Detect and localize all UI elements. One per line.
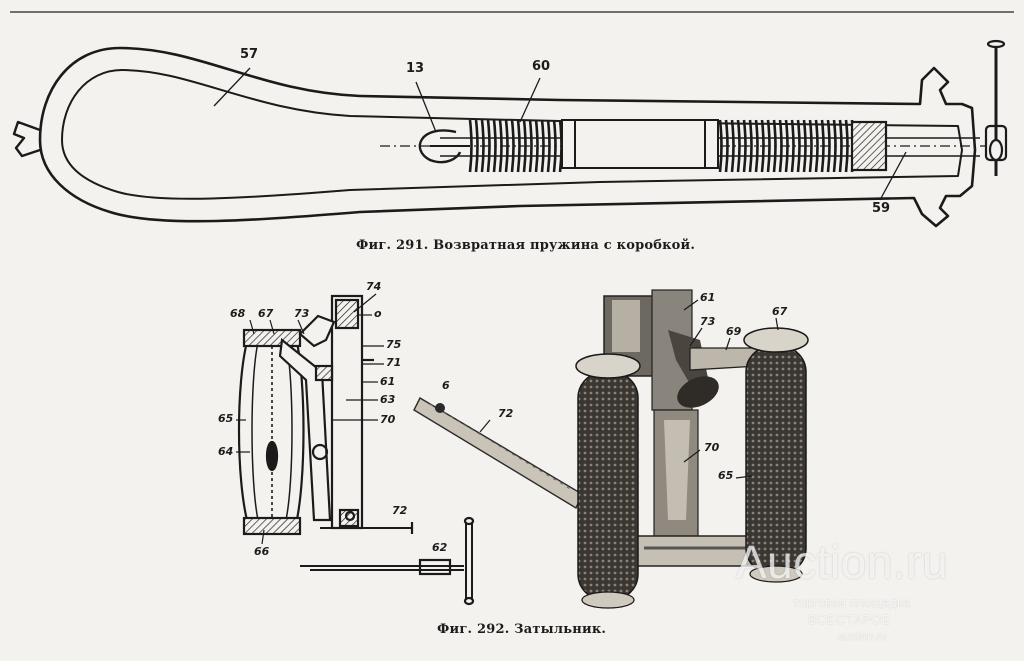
spring-coil — [504, 119, 509, 173]
label-64: 64 — [218, 445, 234, 458]
spring-coil — [724, 119, 729, 173]
label-75: 75 — [386, 338, 402, 351]
label-70-photo: 70 — [704, 441, 720, 454]
label-59: 59 — [872, 201, 891, 216]
spring-coil — [468, 119, 473, 173]
spring-coil — [784, 119, 789, 173]
spring-coil — [760, 119, 765, 173]
middle-tube — [561, 119, 719, 169]
watermark-brand: Auction.ru — [736, 536, 949, 588]
label-74: 74 — [366, 280, 382, 293]
spring-coil — [778, 119, 783, 173]
leader-lines-292-right — [479, 299, 779, 479]
hook-13 — [418, 129, 462, 164]
label-57: 57 — [240, 47, 259, 62]
spring-coil — [772, 119, 777, 173]
tape-72 — [413, 397, 583, 510]
spring-coil — [820, 119, 825, 173]
label-67-section: 67 — [258, 307, 274, 320]
label-68: 68 — [230, 307, 246, 320]
label-o: o — [374, 307, 382, 320]
spring-coil — [766, 119, 771, 173]
spring-coil — [486, 119, 491, 173]
spring-coil — [498, 119, 503, 173]
spring-coil — [528, 119, 533, 173]
spring-coil — [838, 119, 843, 173]
spring-coil — [718, 119, 723, 173]
watermark-company: ВСЕСТАРОЕ — [808, 612, 892, 627]
leader-lines-292-left — [236, 293, 384, 545]
label-61-section: 61 — [380, 375, 396, 388]
watermark-tagline: торговая площадка — [793, 595, 911, 610]
grip-bottom-cap-66 — [242, 516, 302, 536]
spring-coil — [802, 119, 807, 173]
rear-cap-59 — [850, 39, 1008, 176]
label-70-section: 70 — [380, 413, 396, 426]
label-71: 71 — [386, 356, 402, 369]
spring-coil — [832, 119, 837, 173]
figure-292-photo — [413, 289, 809, 609]
label-67-photo: 67 — [772, 305, 788, 318]
label-61-photo: 61 — [700, 291, 716, 304]
spring-coil — [546, 119, 551, 173]
spring-coil — [492, 119, 497, 173]
watermark-domain: auction.ru — [838, 631, 887, 643]
spring-coil — [796, 119, 801, 173]
label-65-section: 65 — [218, 412, 234, 425]
spring-coils-front — [468, 119, 563, 173]
label-66: 66 — [254, 545, 270, 558]
housing-left-hook — [12, 120, 41, 158]
label-60: 60 — [532, 59, 551, 74]
spring-coil — [522, 119, 527, 173]
spring-coil — [748, 119, 753, 173]
spring-coils-rear — [718, 119, 855, 173]
spring-coil — [540, 119, 545, 173]
label-72-section: 72 — [392, 504, 408, 517]
label-73-photo: 73 — [700, 315, 716, 328]
spring-coil — [474, 119, 479, 173]
spring-coil — [844, 119, 849, 173]
key-62 — [300, 522, 473, 600]
figure-292-caption: Фиг. 292. Затыльник. — [437, 622, 607, 637]
spring-coil — [516, 119, 521, 173]
spring-coil — [730, 119, 735, 173]
figure-291-caption: Фиг. 291. Возвратная пружина с коробкой. — [356, 238, 696, 253]
label-6: 6 — [442, 379, 450, 392]
label-62: 62 — [432, 541, 448, 554]
spring-coil — [510, 119, 515, 173]
spring-coil — [480, 119, 485, 173]
frame-61 — [330, 294, 364, 530]
spring-coil — [790, 119, 795, 173]
label-63: 63 — [380, 393, 396, 406]
spring-coil — [826, 119, 831, 173]
label-69: 69 — [726, 325, 742, 338]
spring-coil — [754, 119, 759, 173]
label-72-photo: 72 — [498, 407, 514, 420]
spring-coil — [552, 119, 557, 173]
left-grip — [577, 371, 639, 601]
spring-coil — [814, 119, 819, 173]
leader-lines-291 — [213, 67, 907, 201]
grip-top-cap-68 — [242, 328, 302, 348]
label-73-section: 73 — [294, 307, 310, 320]
spring-coil — [808, 119, 813, 173]
housing-outer-outline — [38, 46, 977, 228]
spring-coil — [534, 119, 539, 173]
label-13: 13 — [406, 61, 425, 76]
label-65-photo: 65 — [718, 469, 734, 482]
figure-292-section — [237, 294, 475, 606]
spring-coil — [742, 119, 747, 173]
spring-coil — [736, 119, 741, 173]
